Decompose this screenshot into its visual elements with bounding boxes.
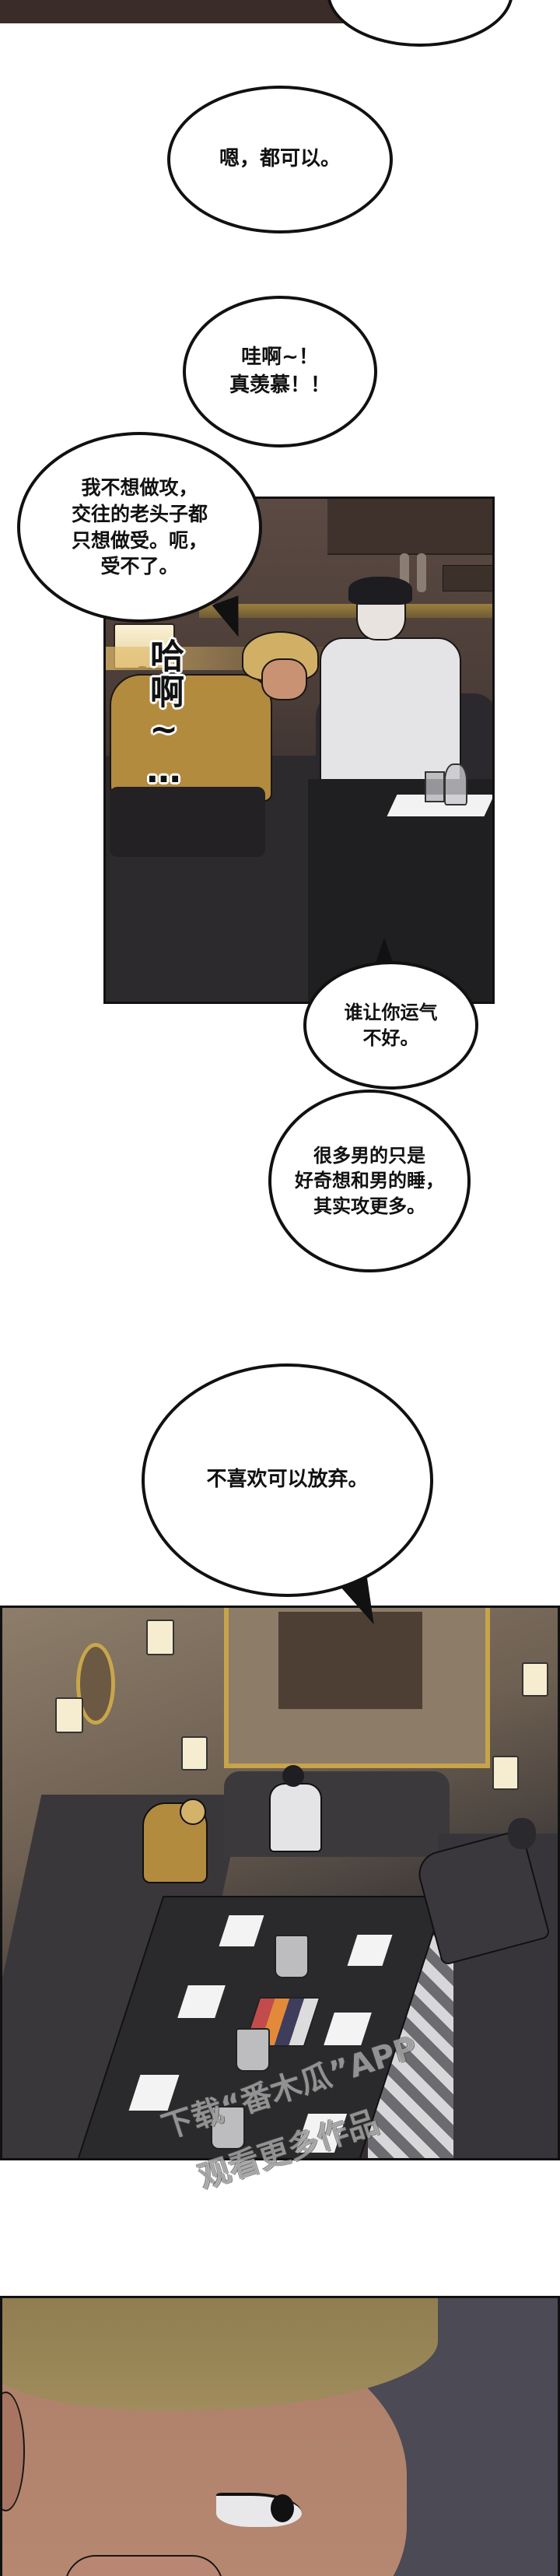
speech-bubble-1-text: 嗯，都可以。 <box>219 147 341 171</box>
blond-man-shirt <box>110 674 272 802</box>
speech-bubble-6-text: 不喜欢可以放弃。 <box>206 1468 369 1492</box>
wine-glass <box>444 763 467 805</box>
speech-bubble-5: 很多男的只是 好奇想和男的睡， 其实攻更多。 <box>268 1090 471 1272</box>
ice-bucket <box>211 2106 245 2150</box>
wall-sconce <box>146 1620 174 1655</box>
blond-man-head <box>180 1799 206 1825</box>
dark-coat-man-head <box>508 1818 536 1849</box>
ice-bucket <box>275 1935 309 1978</box>
wall-screen <box>327 499 492 555</box>
dark-haired-man-hair <box>348 577 412 605</box>
wall-screen <box>278 1612 422 1709</box>
speech-bubble-2-text: 哇啊~！ 真羡慕！！ <box>229 346 331 397</box>
ice-bucket <box>236 2028 270 2072</box>
panel-3-closeup <box>0 2296 560 2576</box>
speech-bubble-6: 不喜欢可以放弃。 <box>142 1363 433 1597</box>
speech-bubble-4: 谁让你运气 不好。 <box>303 961 478 1090</box>
panel-1-sofa-scene <box>103 497 495 1004</box>
white-shirt-man-head <box>282 1765 304 1787</box>
eye-pupil <box>271 2494 294 2522</box>
speech-bubble-4-text: 谁让你运气 不好。 <box>344 1002 438 1049</box>
wall-sconce <box>522 1662 548 1697</box>
speech-bubble-5-text: 很多男的只是 好奇想和男的睡， 其实攻更多。 <box>295 1144 444 1217</box>
speech-bubble-2: 哇啊~！ 真羡慕！！ <box>183 296 377 447</box>
hand-fingers <box>65 2555 223 2576</box>
white-shirt-man-figure <box>269 1783 322 1852</box>
wall-sconce <box>181 1736 208 1771</box>
blond-man-legs <box>110 787 265 857</box>
sigh-sound-effect: 哈啊~… <box>144 638 184 792</box>
karaoke-control-panel <box>443 565 492 591</box>
wall-sconce <box>55 1697 83 1733</box>
panel-2-overhead-room <box>0 1606 560 2160</box>
previous-panel-fragment <box>0 0 358 23</box>
wall-sconce <box>492 1756 519 1790</box>
dark-haired-man-shirt <box>320 637 461 796</box>
water-glass <box>425 771 445 802</box>
microphone-icon <box>417 553 426 592</box>
back-sofa <box>224 1771 450 1857</box>
previous-bubble-fragment <box>327 0 513 47</box>
blond-man-face <box>261 658 307 700</box>
speech-bubble-3-text: 我不想做攻， 交往的老头子都 只想做受。呃， 受不了。 <box>71 476 208 578</box>
speech-bubble-1: 嗯，都可以。 <box>167 86 393 233</box>
speech-bubble-3: 我不想做攻， 交往的老头子都 只想做受。呃， 受不了。 <box>17 432 262 623</box>
gold-trim <box>199 604 492 618</box>
